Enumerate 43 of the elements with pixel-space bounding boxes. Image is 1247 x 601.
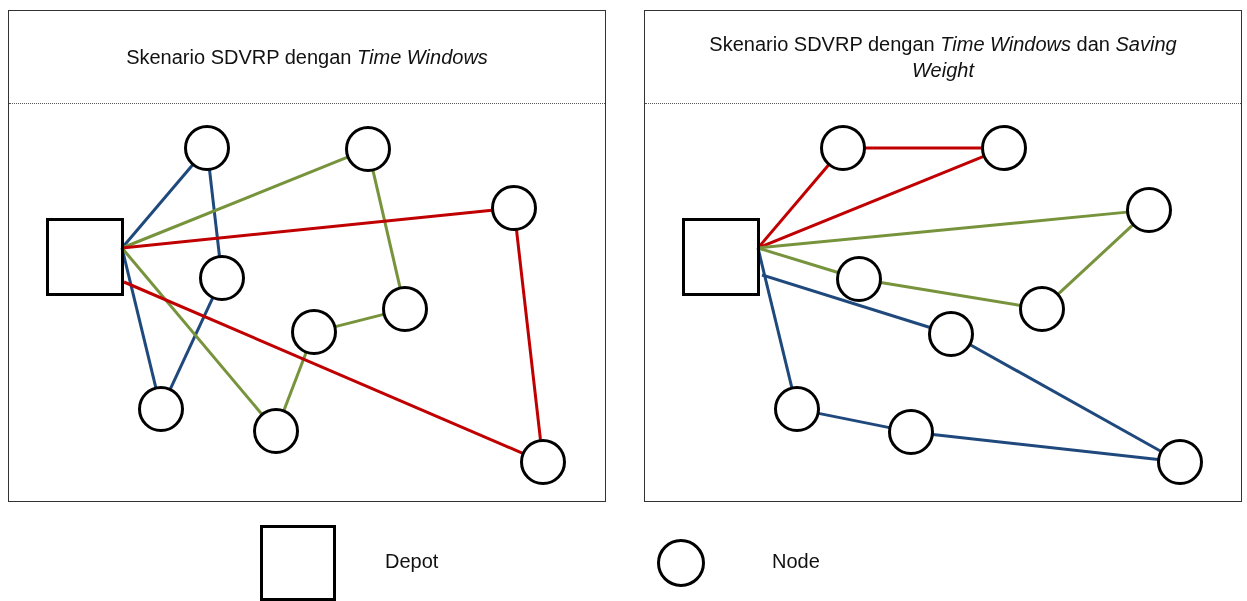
scenario-panel — [8, 10, 606, 502]
node-circle — [491, 185, 537, 231]
node-circle — [1126, 187, 1172, 233]
node-circle — [382, 286, 428, 332]
route-line — [932, 432, 1159, 462]
node-circle — [184, 125, 230, 171]
depot-square — [682, 218, 760, 296]
panel-title: Skenario SDVRP dengan Time Windows — [126, 45, 488, 70]
route-line — [818, 411, 890, 430]
route-line — [865, 146, 982, 150]
node-circle — [199, 255, 245, 301]
route-line — [761, 273, 931, 329]
node-circle — [774, 386, 820, 432]
route-line — [371, 170, 402, 288]
route-line — [1057, 223, 1134, 296]
route-line — [880, 281, 1021, 307]
scenario-panel — [644, 10, 1242, 502]
node-circle — [888, 409, 934, 455]
route-line — [282, 352, 308, 411]
node-circle — [345, 126, 391, 172]
node-circle — [836, 256, 882, 302]
route-line — [969, 343, 1162, 453]
route-line — [208, 169, 221, 257]
node-circle — [138, 386, 184, 432]
route-line — [515, 229, 542, 441]
legend-label: Node — [772, 550, 820, 573]
route-line — [334, 312, 385, 329]
route-line — [757, 246, 839, 274]
node-circle — [820, 125, 866, 171]
node-circle — [291, 309, 337, 355]
legend-label: Depot — [385, 550, 439, 573]
route-line — [123, 280, 524, 455]
route-line — [168, 297, 215, 390]
node-circle — [1019, 286, 1065, 332]
node-circle — [1157, 439, 1203, 485]
panel-title: Skenario SDVRP dengan Time Windows dan Saving Weight — [708, 32, 1178, 83]
route-line — [121, 208, 493, 250]
node-circle — [981, 125, 1027, 171]
node-circle — [253, 408, 299, 454]
depot-square — [46, 218, 124, 296]
route-line — [757, 210, 1128, 250]
node-circle — [928, 311, 974, 357]
node-circle — [520, 439, 566, 485]
